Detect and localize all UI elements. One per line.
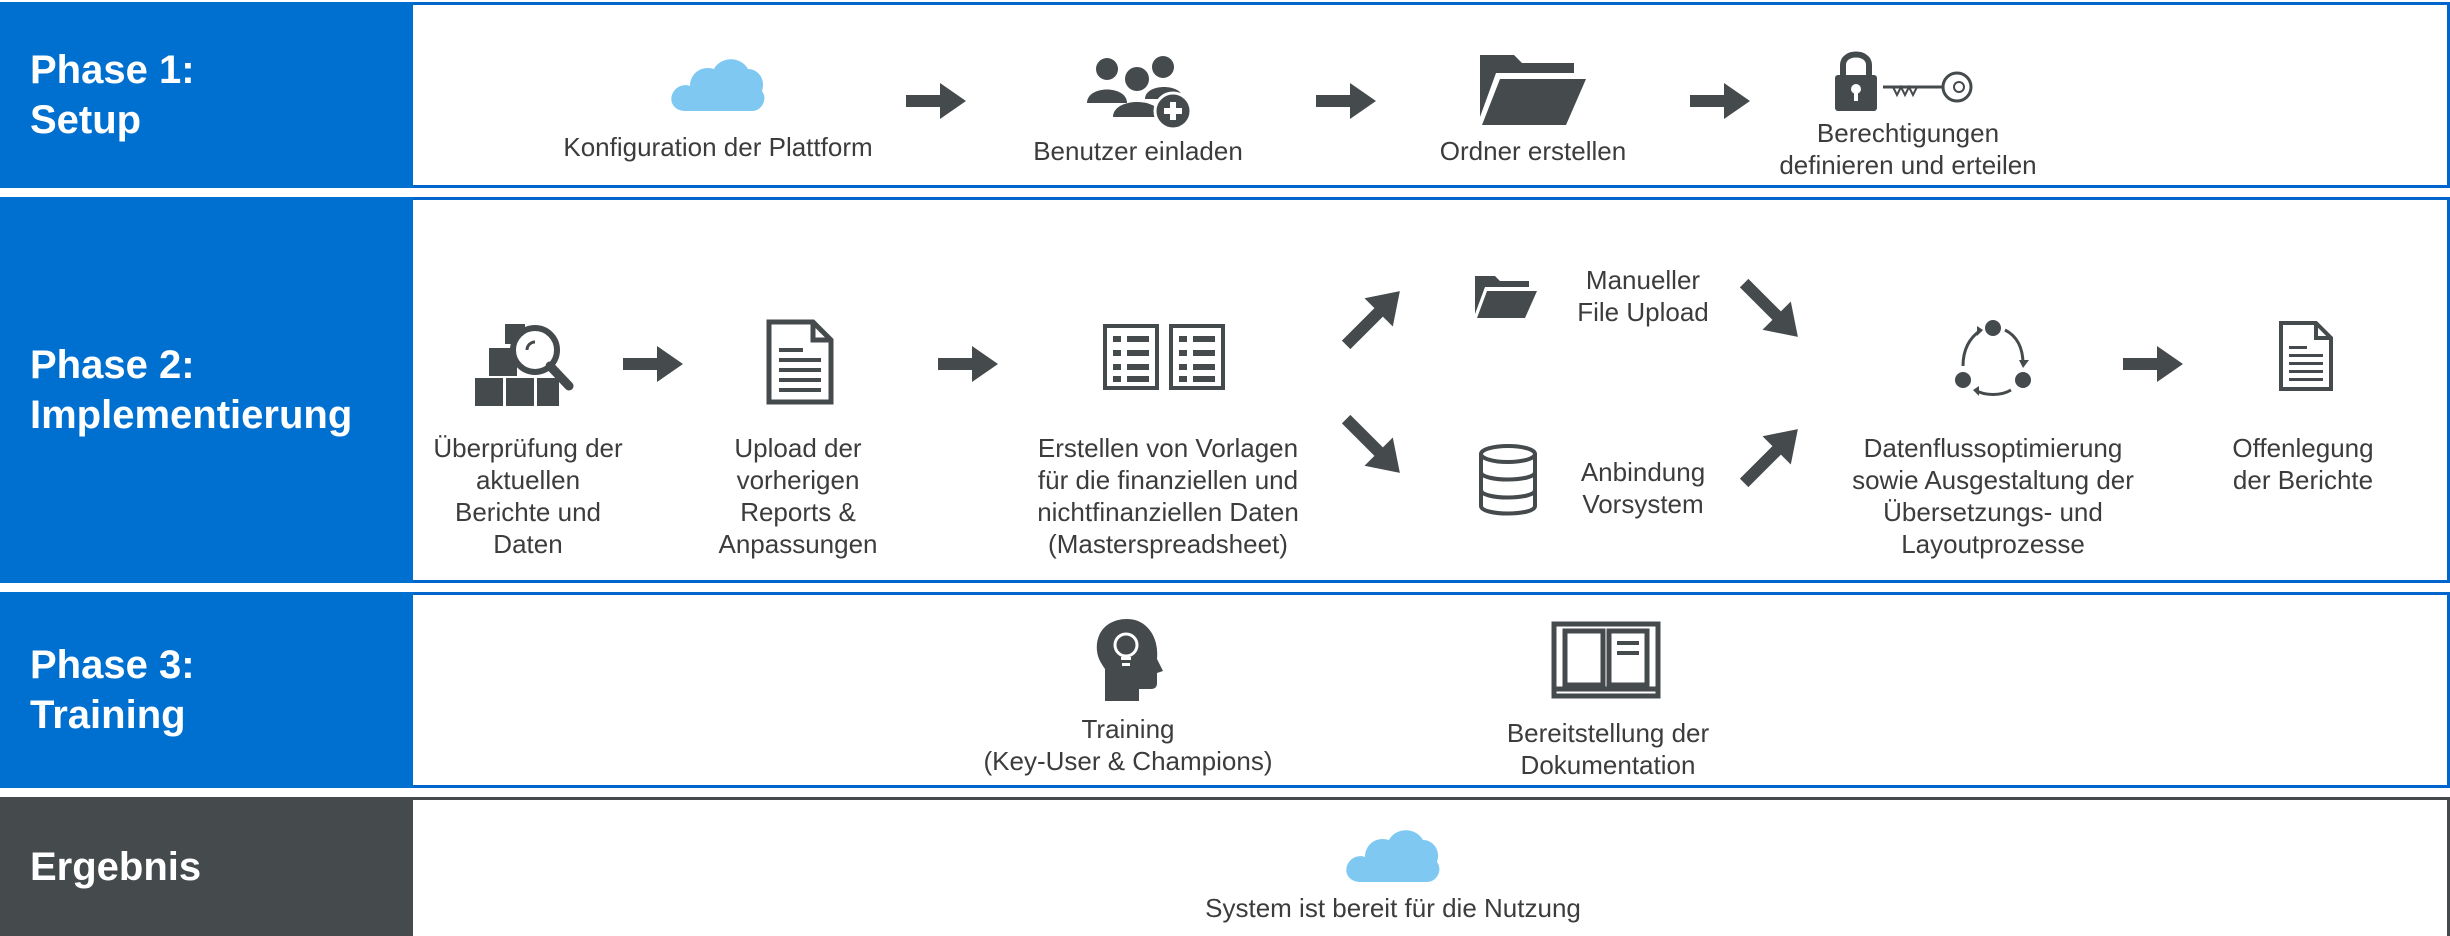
publish-reports-label: Offenlegung der Berichte bbox=[2193, 432, 2413, 496]
dataflow-line: Datenflussoptimierung bbox=[1863, 433, 2123, 463]
phase-1-title-line1: Phase 1: bbox=[30, 48, 195, 92]
documentation-line: Dokumentation bbox=[1520, 750, 1696, 780]
lock-key-icon bbox=[1835, 51, 1973, 111]
permissions-label: Berechtigungen definieren und erteilen bbox=[1743, 117, 2073, 181]
arrow-right-icon bbox=[1690, 83, 1750, 119]
training-label: Training (Key-User & Champions) bbox=[948, 713, 1308, 777]
dataflow-line: sowie Ausgestaltung der bbox=[1852, 465, 2134, 495]
phase-1-panel: Konfiguration der Plattform Benutzer ein… bbox=[413, 2, 2450, 188]
arrow-right-icon bbox=[938, 346, 998, 382]
phase-1-row: Phase 1: Setup Konfiguration der Plattfo… bbox=[0, 2, 2450, 188]
templates-line: für die finanziellen und bbox=[1037, 465, 1299, 495]
result-title: Ergebnis bbox=[30, 844, 202, 889]
permissions-label-line1: Berechtigungen bbox=[1816, 118, 2000, 148]
documentation-line: Bereitstellung der bbox=[1506, 718, 1710, 748]
upload-reports-label: Upload der vorherigen Reports & Anpassun… bbox=[688, 432, 908, 560]
dataflow-label: Datenflussoptimierung sowie Ausgestaltun… bbox=[1823, 432, 2163, 560]
templates-line: nichtfinanziellen Daten bbox=[1037, 497, 1299, 527]
arrow-right-icon bbox=[2123, 346, 2183, 382]
report-icon bbox=[2279, 321, 2333, 391]
review-line: aktuellen bbox=[475, 465, 581, 495]
upload-line: Anpassungen bbox=[718, 529, 878, 559]
phase-3-panel: Training (Key-User & Champions) Bereitst… bbox=[413, 592, 2450, 788]
templates-line: Erstellen von Vorlagen bbox=[1037, 433, 1299, 463]
boxes-magnifier-icon bbox=[475, 324, 574, 406]
arrow-right-icon bbox=[623, 346, 683, 382]
upload-line: vorherigen bbox=[736, 465, 860, 495]
result-panel: System ist bereit für die Nutzung bbox=[413, 797, 2450, 936]
result-text: System ist bereit für die Nutzung bbox=[1205, 893, 1581, 923]
arrow-up-right-icon bbox=[1739, 429, 1798, 488]
arrow-down-right-icon bbox=[1341, 414, 1400, 473]
phase-3-row: Phase 3: Training Training (Key-User & C… bbox=[0, 592, 2450, 788]
review-reports-label: Überprüfung der aktuellen Berichte und D… bbox=[413, 432, 643, 560]
phase-2-row: Phase 2: Implementierung Überprüfung der… bbox=[0, 197, 2450, 583]
folder-open-icon bbox=[1480, 55, 1586, 125]
phase-1-label: Phase 1: Setup bbox=[0, 2, 413, 188]
arrow-right-icon bbox=[1316, 83, 1376, 119]
folder-icon bbox=[1475, 276, 1537, 318]
training-line: (Key-User & Champions) bbox=[983, 746, 1273, 776]
permissions-label-line2: definieren und erteilen bbox=[1779, 150, 2037, 180]
invite-users-label: Benutzer einladen bbox=[1033, 136, 1243, 166]
dataflow-line: Layoutprozesse bbox=[1901, 529, 2085, 559]
spreadsheets-icon bbox=[1103, 324, 1225, 390]
upload-line: Reports & bbox=[740, 497, 856, 527]
cycle-icon bbox=[1955, 320, 2031, 396]
publish-line: der Berichte bbox=[2232, 465, 2374, 495]
database-icon bbox=[1479, 444, 1537, 516]
training-line: Training bbox=[1081, 714, 1175, 744]
result-label: Ergebnis bbox=[0, 797, 413, 936]
phase-2-label: Phase 2: Implementierung bbox=[0, 197, 413, 583]
documentation-label: Bereitstellung der Dokumentation bbox=[1473, 717, 1743, 781]
review-line: Daten bbox=[493, 529, 563, 559]
phase-2-panel: Überprüfung der aktuellen Berichte und D… bbox=[413, 197, 2450, 583]
arrow-up-right-icon bbox=[1341, 291, 1400, 350]
cloud-icon bbox=[671, 59, 765, 111]
review-line: Überprüfung der bbox=[433, 433, 623, 463]
phase-3-label: Phase 3: Training bbox=[0, 592, 413, 788]
document-icon bbox=[766, 319, 834, 405]
phase-3-title-line1: Phase 3: bbox=[30, 643, 195, 687]
phase-2-title-line1: Phase 2: bbox=[30, 343, 195, 387]
book-icon bbox=[1551, 621, 1661, 699]
templates-line: (Masterspreadsheet) bbox=[1048, 529, 1288, 559]
phase-2-title-line2: Implementierung bbox=[30, 393, 353, 437]
create-templates-label: Erstellen von Vorlagen für die finanziel… bbox=[1003, 432, 1333, 560]
review-line: Berichte und bbox=[455, 497, 601, 527]
manual-upload-line: Manueller bbox=[1585, 265, 1701, 295]
phase-3-title-line2: Training bbox=[30, 693, 186, 737]
config-platform-label: Konfiguration der Plattform bbox=[563, 132, 873, 162]
cloud-icon bbox=[1346, 830, 1440, 882]
connect-source-label: Anbindung Vorsystem bbox=[1533, 456, 1753, 520]
manual-upload-line: File Upload bbox=[1577, 297, 1709, 327]
phase-1-title-line2: Setup bbox=[30, 98, 142, 142]
connect-line: Anbindung bbox=[1580, 457, 1706, 487]
manual-upload-label: Manueller File Upload bbox=[1533, 264, 1753, 328]
result-row: Ergebnis System ist bereit für die Nutzu… bbox=[0, 797, 2450, 936]
arrow-down-right-icon bbox=[1739, 278, 1798, 337]
upload-line: Upload der bbox=[734, 433, 862, 463]
dataflow-line: Übersetzungs- und bbox=[1883, 497, 2103, 527]
connect-line: Vorsystem bbox=[1582, 489, 1704, 519]
create-folders-label: Ordner erstellen bbox=[1439, 136, 1627, 166]
arrow-right-icon bbox=[906, 83, 966, 119]
head-bulb-icon bbox=[1096, 619, 1163, 701]
users-add-icon bbox=[1087, 56, 1193, 130]
publish-line: Offenlegung bbox=[2232, 433, 2374, 463]
